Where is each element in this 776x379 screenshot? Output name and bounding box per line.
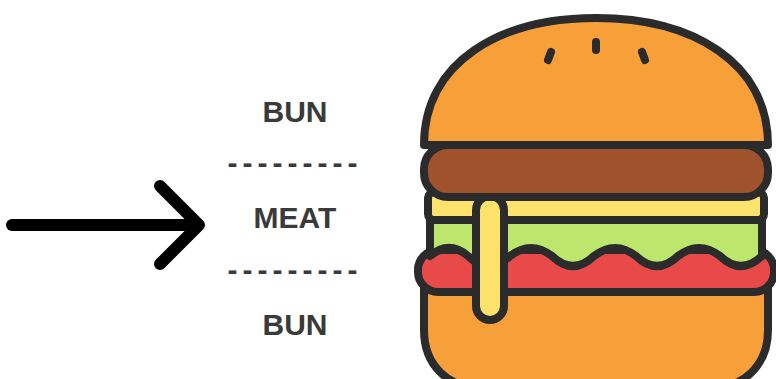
layer-name: BUN <box>195 95 395 129</box>
layer-name: MEAT <box>195 201 395 235</box>
sesame-seeds <box>548 42 645 60</box>
separator-line: --------- <box>195 253 395 287</box>
separator-line: --------- <box>195 146 395 180</box>
patty <box>424 145 768 197</box>
pointer-arrow <box>12 186 199 264</box>
cheese-drip <box>476 196 504 320</box>
layer-name: BUN <box>195 308 395 342</box>
top-bun <box>424 18 768 145</box>
